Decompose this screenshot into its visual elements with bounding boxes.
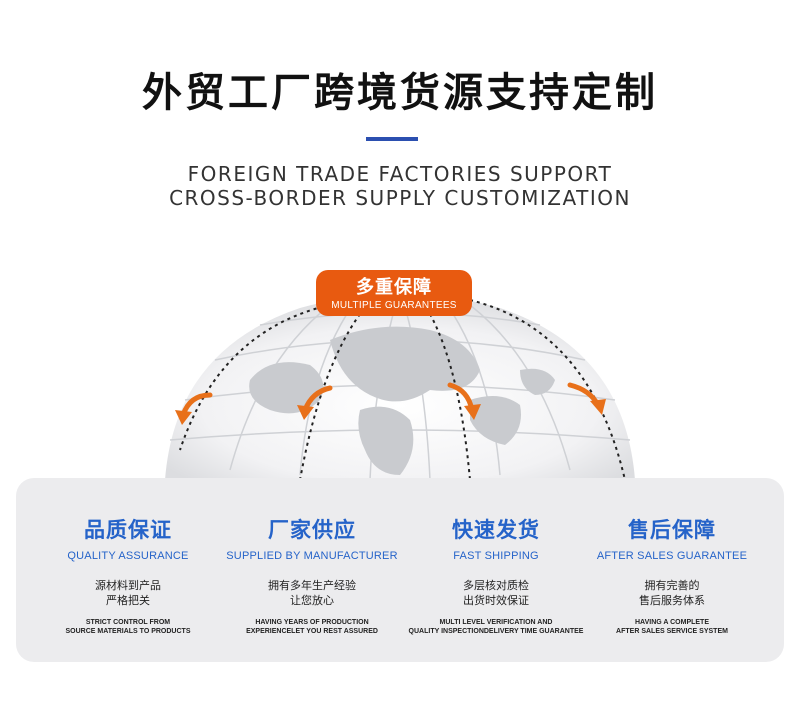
feature-subtitle: AFTER SALES GUARANTEE bbox=[596, 550, 748, 562]
feature-subtitle: QUALITY ASSURANCE bbox=[67, 550, 189, 562]
globe-illustration bbox=[0, 270, 800, 500]
feature-description: 拥有多年生产经验 让您放心 bbox=[216, 578, 408, 608]
note-line-1: STRICT CONTROL FROM bbox=[85, 619, 171, 626]
globe-continents bbox=[249, 326, 555, 475]
feature-note: HAVING A COMPLETE AFTER SALES SERVICE SY… bbox=[576, 618, 768, 636]
description-line-2: 售后服务体系 bbox=[639, 594, 705, 607]
feature-description: 多层核对质检 出货时效保证 bbox=[400, 578, 592, 608]
feature-title: 快速发货 bbox=[452, 518, 540, 542]
feature-description: 源材料到产品 严格把关 bbox=[32, 578, 224, 608]
description-line-2: 出货时效保证 bbox=[463, 594, 529, 607]
feature-description: 拥有完善的 售后服务体系 bbox=[576, 578, 768, 608]
note-line-2: EXPERIENCELET YOU REST ASSURED bbox=[246, 628, 378, 635]
badge-subtitle: MULTIPLE GUARANTEES bbox=[331, 300, 457, 311]
badge-title: 多重保障 bbox=[356, 277, 432, 298]
note-line-1: MULTI LEVEL VERIFICATION AND bbox=[439, 619, 553, 626]
description-line-2: 让您放心 bbox=[290, 594, 334, 607]
feature-subtitle: FAST SHIPPING bbox=[453, 550, 539, 562]
route-arcs bbox=[179, 299, 626, 481]
feature-note: HAVING YEARS OF PRODUCTION EXPERIENCELET… bbox=[216, 618, 408, 636]
description-line-1: 多层核对质检 bbox=[463, 579, 529, 592]
feature-note: STRICT CONTROL FROM SOURCE MATERIALS TO … bbox=[32, 618, 224, 636]
feature-title: 品质保证 bbox=[84, 518, 172, 542]
description-line-1: 拥有多年生产经验 bbox=[268, 579, 356, 592]
note-line-2: AFTER SALES SERVICE SYSTEM bbox=[616, 628, 728, 635]
feature-title: 厂家供应 bbox=[268, 518, 356, 542]
feature-after-sales-guarantee: 售后保障 AFTER SALES GUARANTEE 拥有完善的 售后服务体系 … bbox=[576, 478, 768, 636]
feature-supplied-by-manufacturer: 厂家供应 SUPPLIED BY MANUFACTURER 拥有多年生产经验 让… bbox=[216, 478, 408, 636]
note-line-2: SOURCE MATERIALS TO PRODUCTS bbox=[65, 628, 191, 635]
note-line-1: HAVING YEARS OF PRODUCTION bbox=[255, 619, 369, 626]
description-line-2: 严格把关 bbox=[106, 594, 150, 607]
feature-note: MULTI LEVEL VERIFICATION AND QUALITY INS… bbox=[400, 618, 592, 636]
feature-title: 售后保障 bbox=[628, 518, 716, 542]
route-arrowheads bbox=[175, 399, 606, 425]
feature-fast-shipping: 快速发货 FAST SHIPPING 多层核对质检 出货时效保证 MULTI L… bbox=[400, 478, 592, 636]
globe-graphic bbox=[165, 289, 635, 481]
multiple-guarantees-badge: 多重保障 MULTIPLE GUARANTEES bbox=[316, 270, 472, 316]
feature-subtitle: SUPPLIED BY MANUFACTURER bbox=[226, 550, 398, 562]
page-title: 外贸工厂跨境货源支持定制 bbox=[142, 70, 658, 116]
description-line-1: 拥有完善的 bbox=[644, 579, 700, 592]
note-line-2: QUALITY INSPECTIONDELIVERY TIME GUARANTE… bbox=[408, 628, 584, 635]
features-panel: 品质保证 QUALITY ASSURANCE 源材料到产品 严格把关 STRIC… bbox=[16, 478, 784, 662]
description-line-1: 源材料到产品 bbox=[95, 579, 161, 592]
subtitle-line-1: FOREIGN TRADE FACTORIES SUPPORT bbox=[187, 162, 613, 186]
title-divider bbox=[366, 137, 418, 141]
note-line-1: HAVING A COMPLETE bbox=[634, 619, 710, 626]
feature-quality-assurance: 品质保证 QUALITY ASSURANCE 源材料到产品 严格把关 STRIC… bbox=[32, 478, 224, 636]
subtitle-line-2: CROSS-BORDER SUPPLY CUSTOMIZATION bbox=[169, 186, 631, 210]
